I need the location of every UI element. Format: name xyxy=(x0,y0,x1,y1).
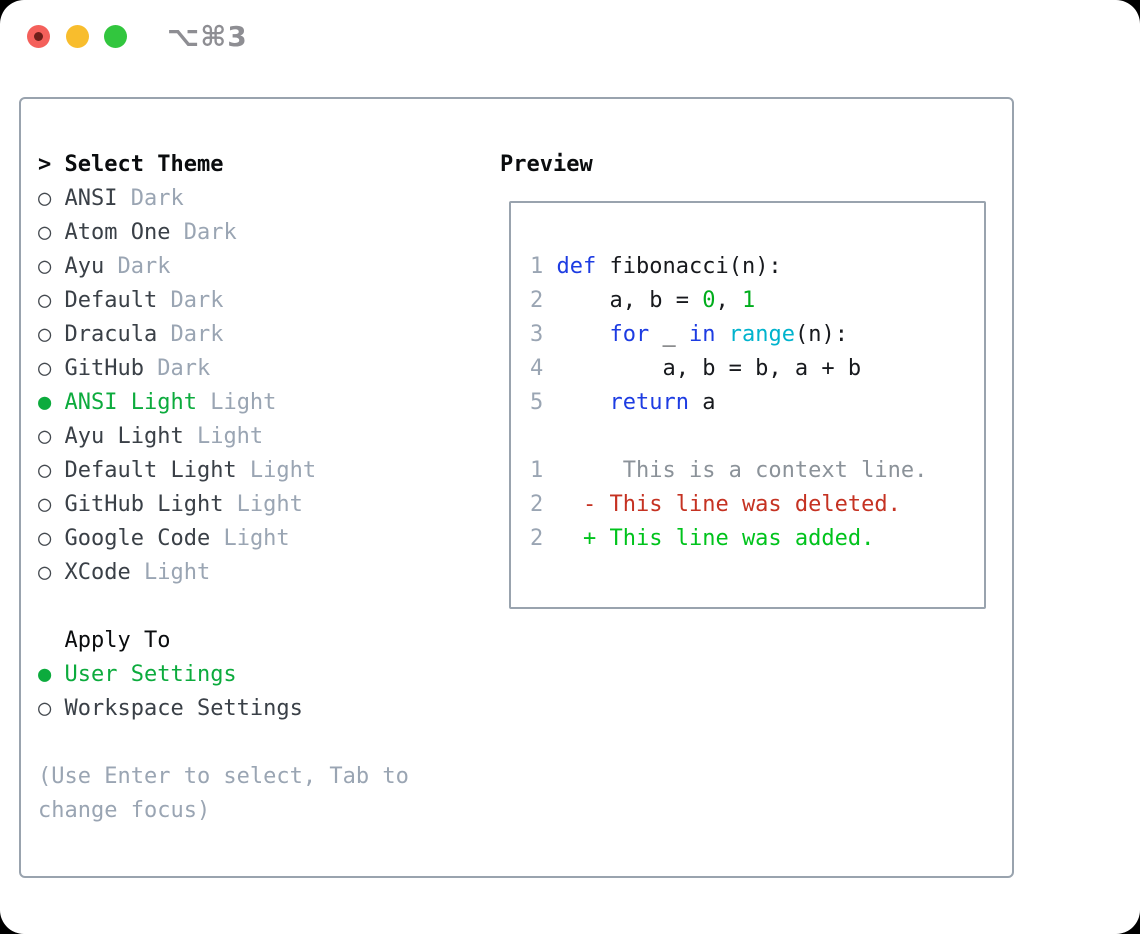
code-line: 4 a, b = b, a + b xyxy=(530,356,862,381)
preview-lines: 1 def fibonacci(n): 2 a, b = 0, 1 3 for _ … xyxy=(530,250,927,556)
variant-badge: Dark xyxy=(143,356,211,381)
theme-option[interactable]: ○ GitHub Dark xyxy=(38,352,316,386)
theme-option[interactable]: ○ Ayu Light Light xyxy=(38,420,316,454)
radio-icon: ○ xyxy=(38,322,52,347)
select-theme-header: > Select Theme xyxy=(38,148,316,182)
radio-icon: ● xyxy=(38,662,52,687)
theme-option[interactable]: ○ Atom One Dark xyxy=(38,216,316,250)
variant-badge: Light xyxy=(236,458,317,483)
apply-option[interactable]: ○ Workspace Settings xyxy=(38,692,303,726)
theme-option-label: Default Light xyxy=(51,458,237,483)
apply-to-label: Apply To xyxy=(64,628,171,653)
prompt-icon: > xyxy=(38,152,52,177)
radio-icon: ○ xyxy=(38,492,52,517)
theme-option-label: Ayu xyxy=(51,254,105,279)
apply-option-label: User Settings xyxy=(51,662,237,687)
apply-options: ● User Settings○ Workspace Settings xyxy=(38,658,303,726)
variant-badge: Light xyxy=(183,424,264,449)
theme-option[interactable]: ● ANSI Light Light xyxy=(38,386,316,420)
variant-badge: Dark xyxy=(117,186,184,211)
apply-to-section: Apply To● User Settings○ Workspace Setti… xyxy=(38,624,303,726)
theme-option-label: GitHub xyxy=(51,356,144,381)
code-line: 2 a, b = 0, 1 xyxy=(530,288,756,313)
radio-icon: ○ xyxy=(38,254,52,279)
variant-badge: Light xyxy=(196,390,277,415)
variant-badge: Light xyxy=(223,492,303,517)
code-line: 5 return a xyxy=(530,390,716,415)
theme-option-label: ANSI xyxy=(51,186,118,211)
theme-option[interactable]: ○ Ayu Dark xyxy=(38,250,316,284)
radio-icon: ○ xyxy=(38,560,52,585)
theme-option-label: Dracula xyxy=(51,322,158,347)
variant-badge: Dark xyxy=(170,220,237,245)
blank-line xyxy=(530,420,927,454)
minimize-button[interactable] xyxy=(66,25,89,48)
theme-option-label: XCode xyxy=(51,560,131,585)
help-line: change focus) xyxy=(38,798,211,823)
variant-badge: Dark xyxy=(157,288,224,313)
help-text: (Use Enter to select, Tab to change focus… xyxy=(38,760,409,828)
window-title: ⌥⌘3 xyxy=(167,20,248,53)
radio-icon: ○ xyxy=(38,424,52,449)
theme-option[interactable]: ○ Google Code Light xyxy=(38,522,316,556)
theme-option-label: Atom One xyxy=(51,220,171,245)
select-theme-label: Select Theme xyxy=(64,152,224,177)
theme-option-label: GitHub Light xyxy=(51,492,224,517)
radio-icon: ○ xyxy=(38,526,52,551)
zoom-button[interactable] xyxy=(104,25,127,48)
radio-icon: ○ xyxy=(38,458,52,483)
apply-option-label: Workspace Settings xyxy=(51,696,303,721)
theme-option[interactable]: ○ GitHub Light Light xyxy=(38,488,316,522)
diff-line: 2 + This line was added. xyxy=(530,526,875,551)
radio-icon: ● xyxy=(38,390,52,415)
theme-option[interactable]: ○ Default Light Light xyxy=(38,454,316,488)
radio-icon: ○ xyxy=(38,220,52,245)
theme-option-label: Default xyxy=(51,288,158,313)
preview-box: 1 def fibonacci(n): 2 a, b = 0, 1 3 for _ … xyxy=(509,201,986,609)
diff-line: 1 This is a context line. xyxy=(530,458,928,483)
theme-option[interactable]: ○ Default Dark xyxy=(38,284,316,318)
variant-badge: Dark xyxy=(104,254,171,279)
help-line: (Use Enter to select, Tab to xyxy=(38,764,409,789)
theme-option[interactable]: ○ ANSI Dark xyxy=(38,182,316,216)
close-button[interactable] xyxy=(27,25,50,48)
theme-option[interactable]: ○ XCode Light xyxy=(38,556,316,590)
code-line: 1 def fibonacci(n): xyxy=(530,254,782,279)
radio-icon: ○ xyxy=(38,186,52,211)
variant-badge: Dark xyxy=(157,322,224,347)
theme-option-label: Ayu Light xyxy=(51,424,184,449)
radio-icon: ○ xyxy=(38,288,52,313)
radio-icon: ○ xyxy=(38,696,52,721)
apply-option[interactable]: ● User Settings xyxy=(38,658,303,692)
radio-icon: ○ xyxy=(38,356,52,381)
diff-line: 2 - This line was deleted. xyxy=(530,492,901,517)
theme-option-label: Google Code xyxy=(51,526,211,551)
theme-list: > Select Theme○ ANSI Dark○ Atom One Dark… xyxy=(38,148,316,590)
theme-option[interactable]: ○ Dracula Dark xyxy=(38,318,316,352)
variant-badge: Light xyxy=(130,560,211,585)
preview-label: Preview xyxy=(500,152,593,177)
variant-badge: Light xyxy=(210,526,290,551)
code-line: 3 for _ in range(n): xyxy=(530,322,848,347)
theme-option-label: ANSI Light xyxy=(51,390,197,415)
